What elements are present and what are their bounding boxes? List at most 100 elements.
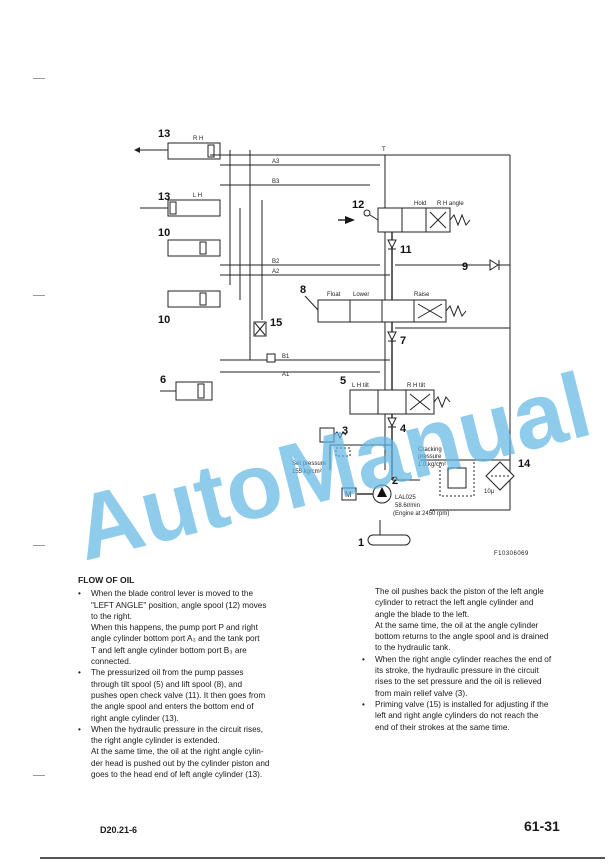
text-line: Priming valve (15) is installed for adju… <box>375 699 549 709</box>
figure-id: F10306069 <box>494 551 529 557</box>
text-line: When the right angle cylinder reaches th… <box>375 654 552 664</box>
angle-cylinder-rh: R H <box>134 136 221 160</box>
text-item: • When the right angle cylinder reaches t… <box>362 654 594 699</box>
bullet: • <box>78 724 81 734</box>
spool12-rh-angle: R H angle <box>437 201 464 207</box>
text-line: bottom returns to the angle spool and is… <box>375 632 549 642</box>
pump-2 <box>341 484 392 504</box>
text-line: "LEFT ANGLE" position, angle spool (12) … <box>91 600 267 610</box>
callout-4: 4 <box>400 423 407 435</box>
margin-tick <box>33 545 45 546</box>
callout-6: 6 <box>160 374 166 386</box>
text-line: When this happens, the pump port P and r… <box>91 623 258 633</box>
text-line: When the blade control lever is moved to… <box>91 589 254 599</box>
callout-3: 3 <box>342 425 348 437</box>
check-valve-4 <box>387 417 397 428</box>
text-line: left and right angle cylinders do not re… <box>375 711 539 721</box>
check-valve-7 <box>387 331 397 342</box>
cyl-rh-label: R H <box>193 136 203 142</box>
main-relief-valve-3 <box>319 427 351 457</box>
bullet: • <box>78 589 81 599</box>
text-line: right angle cylinder (13). <box>91 713 179 723</box>
text-line: goes to the head end of left angle cylin… <box>91 770 263 780</box>
port-a3: A3 <box>272 159 280 165</box>
text-line: the angle spool and enters the bottom en… <box>91 702 254 712</box>
text-line: The pressurized oil from the pump passes <box>91 668 244 678</box>
callout-10b: 10 <box>158 314 170 326</box>
callout-13a: 13 <box>158 128 170 140</box>
callout-14: 14 <box>518 458 531 470</box>
pump-engine: (Engine at 2450 rpm) <box>393 511 449 517</box>
callout-15: 15 <box>270 317 282 329</box>
cracking-label: Cracking <box>418 447 442 453</box>
bullet: • <box>78 668 81 678</box>
text-line: connected. <box>91 657 132 667</box>
cyl-lh-label: L H <box>193 193 202 199</box>
text-line: angle the blade to the left. <box>375 609 470 619</box>
text-item: • When the blade control lever is moved t… <box>78 588 316 667</box>
callout-2: 2 <box>392 475 398 487</box>
bullet: • <box>362 699 365 709</box>
margin-tick <box>33 295 45 296</box>
callout-12: 12 <box>352 199 364 211</box>
pump-model: LAL025 <box>395 495 416 501</box>
text-line: T and left angle cylinder bottom port B₃… <box>91 645 247 655</box>
text-line: At the same time, the oil at the right a… <box>91 747 264 757</box>
margin-tick <box>33 78 45 79</box>
text-line: The oil pushes back the piston of the le… <box>375 587 544 596</box>
callout-5: 5 <box>340 375 346 387</box>
text-line: to the right. <box>91 611 132 621</box>
callout-11: 11 <box>400 244 412 256</box>
footer-model: D20.21-6 <box>100 825 138 835</box>
angle-spool-12 <box>338 207 471 233</box>
port-a1: A1 <box>282 372 290 378</box>
port-a2: A2 <box>272 269 280 275</box>
port-b3: B3 <box>272 179 280 185</box>
check-valve-9 <box>489 259 500 271</box>
callout-7: 7 <box>400 335 406 347</box>
text-line: At the same time, the oil at the angle c… <box>375 620 539 630</box>
text-line: the right angle cylinder is extended. <box>91 736 220 746</box>
text-line: through tilt spool (5) and lift spool (8… <box>91 679 243 689</box>
text-item: • Priming valve (15) is installed for adj… <box>362 699 594 733</box>
relief-value: 155 kg/cm² <box>292 469 322 475</box>
priming-valve-15 <box>253 321 276 363</box>
tilt-cylinder <box>160 381 213 401</box>
cracking-valve <box>439 459 475 497</box>
text-line: When the hydraulic pressure in the circu… <box>91 724 264 734</box>
filter-14 <box>485 461 515 491</box>
margin-tick <box>33 775 45 776</box>
text-line: der head is pushed out by the cylinder p… <box>91 758 270 768</box>
text-line: angle cylinder bottom port A₃ and the ta… <box>91 634 260 644</box>
text-line: its stroke, the hydraulic pressure in th… <box>375 666 539 676</box>
text-line: cylinder to retract the left angle cylin… <box>375 598 534 608</box>
callout-13b: 13 <box>158 191 170 203</box>
text-column-right: The oil pushes back the piston of the le… <box>362 586 594 733</box>
port-t: T <box>382 147 386 153</box>
angle-cylinder-lh: L H <box>140 193 221 217</box>
bullet: • <box>362 654 365 664</box>
text-line: rises to the set pressure and the oil is… <box>375 677 542 687</box>
callout-9: 9 <box>462 261 468 273</box>
spool8-raise: Raise <box>414 292 430 298</box>
lift-cylinder-lower <box>167 290 221 308</box>
relief-label: Set pressure <box>292 461 327 467</box>
hydraulic-circuit-diagram: R H L H 13 13 10 10 6 <box>134 128 531 549</box>
text-item: The oil pushes back the piston of the le… <box>362 586 594 654</box>
spool5-lh-tilt: L H tilt <box>352 383 369 389</box>
spool8-float: Float <box>327 292 341 298</box>
lift-cylinder-upper <box>167 239 221 257</box>
callout-10a: 10 <box>158 227 170 239</box>
motor-label: M <box>345 490 352 499</box>
section-heading: FLOW OF OIL <box>78 575 135 585</box>
tilt-spool-5 <box>349 389 451 415</box>
text-item: • When the hydraulic pressure in the circ… <box>78 724 316 780</box>
cracking-value: 1.0 kg/cm² <box>418 462 446 468</box>
lift-spool-8 <box>304 295 467 323</box>
text-line: to the hydraulic tank. <box>375 643 451 653</box>
hydraulic-tank-1 <box>367 534 411 546</box>
check-valve-11 <box>387 239 397 250</box>
text-line: pushes open check valve (11). It then go… <box>91 690 266 700</box>
port-b2: B2 <box>272 259 280 265</box>
filter-micron: 10μ <box>484 489 495 495</box>
